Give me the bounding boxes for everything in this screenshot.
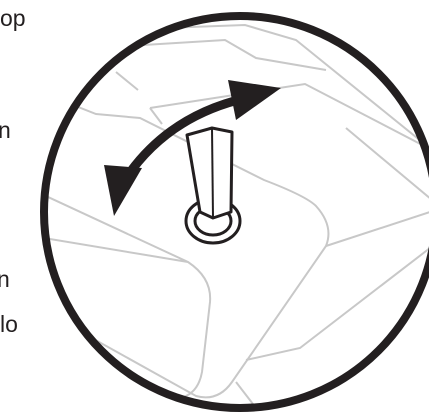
magnifier-circle [40, 12, 429, 412]
cropped-text-upper-middle: n [0, 117, 11, 143]
cropped-text-lower-middle: n [0, 266, 10, 292]
cropped-text-bottom: lo [0, 311, 18, 337]
cropped-text-top: op [0, 5, 26, 31]
rotate-double-arrow-icon [104, 80, 281, 216]
latch-lever-icon [184, 126, 242, 245]
